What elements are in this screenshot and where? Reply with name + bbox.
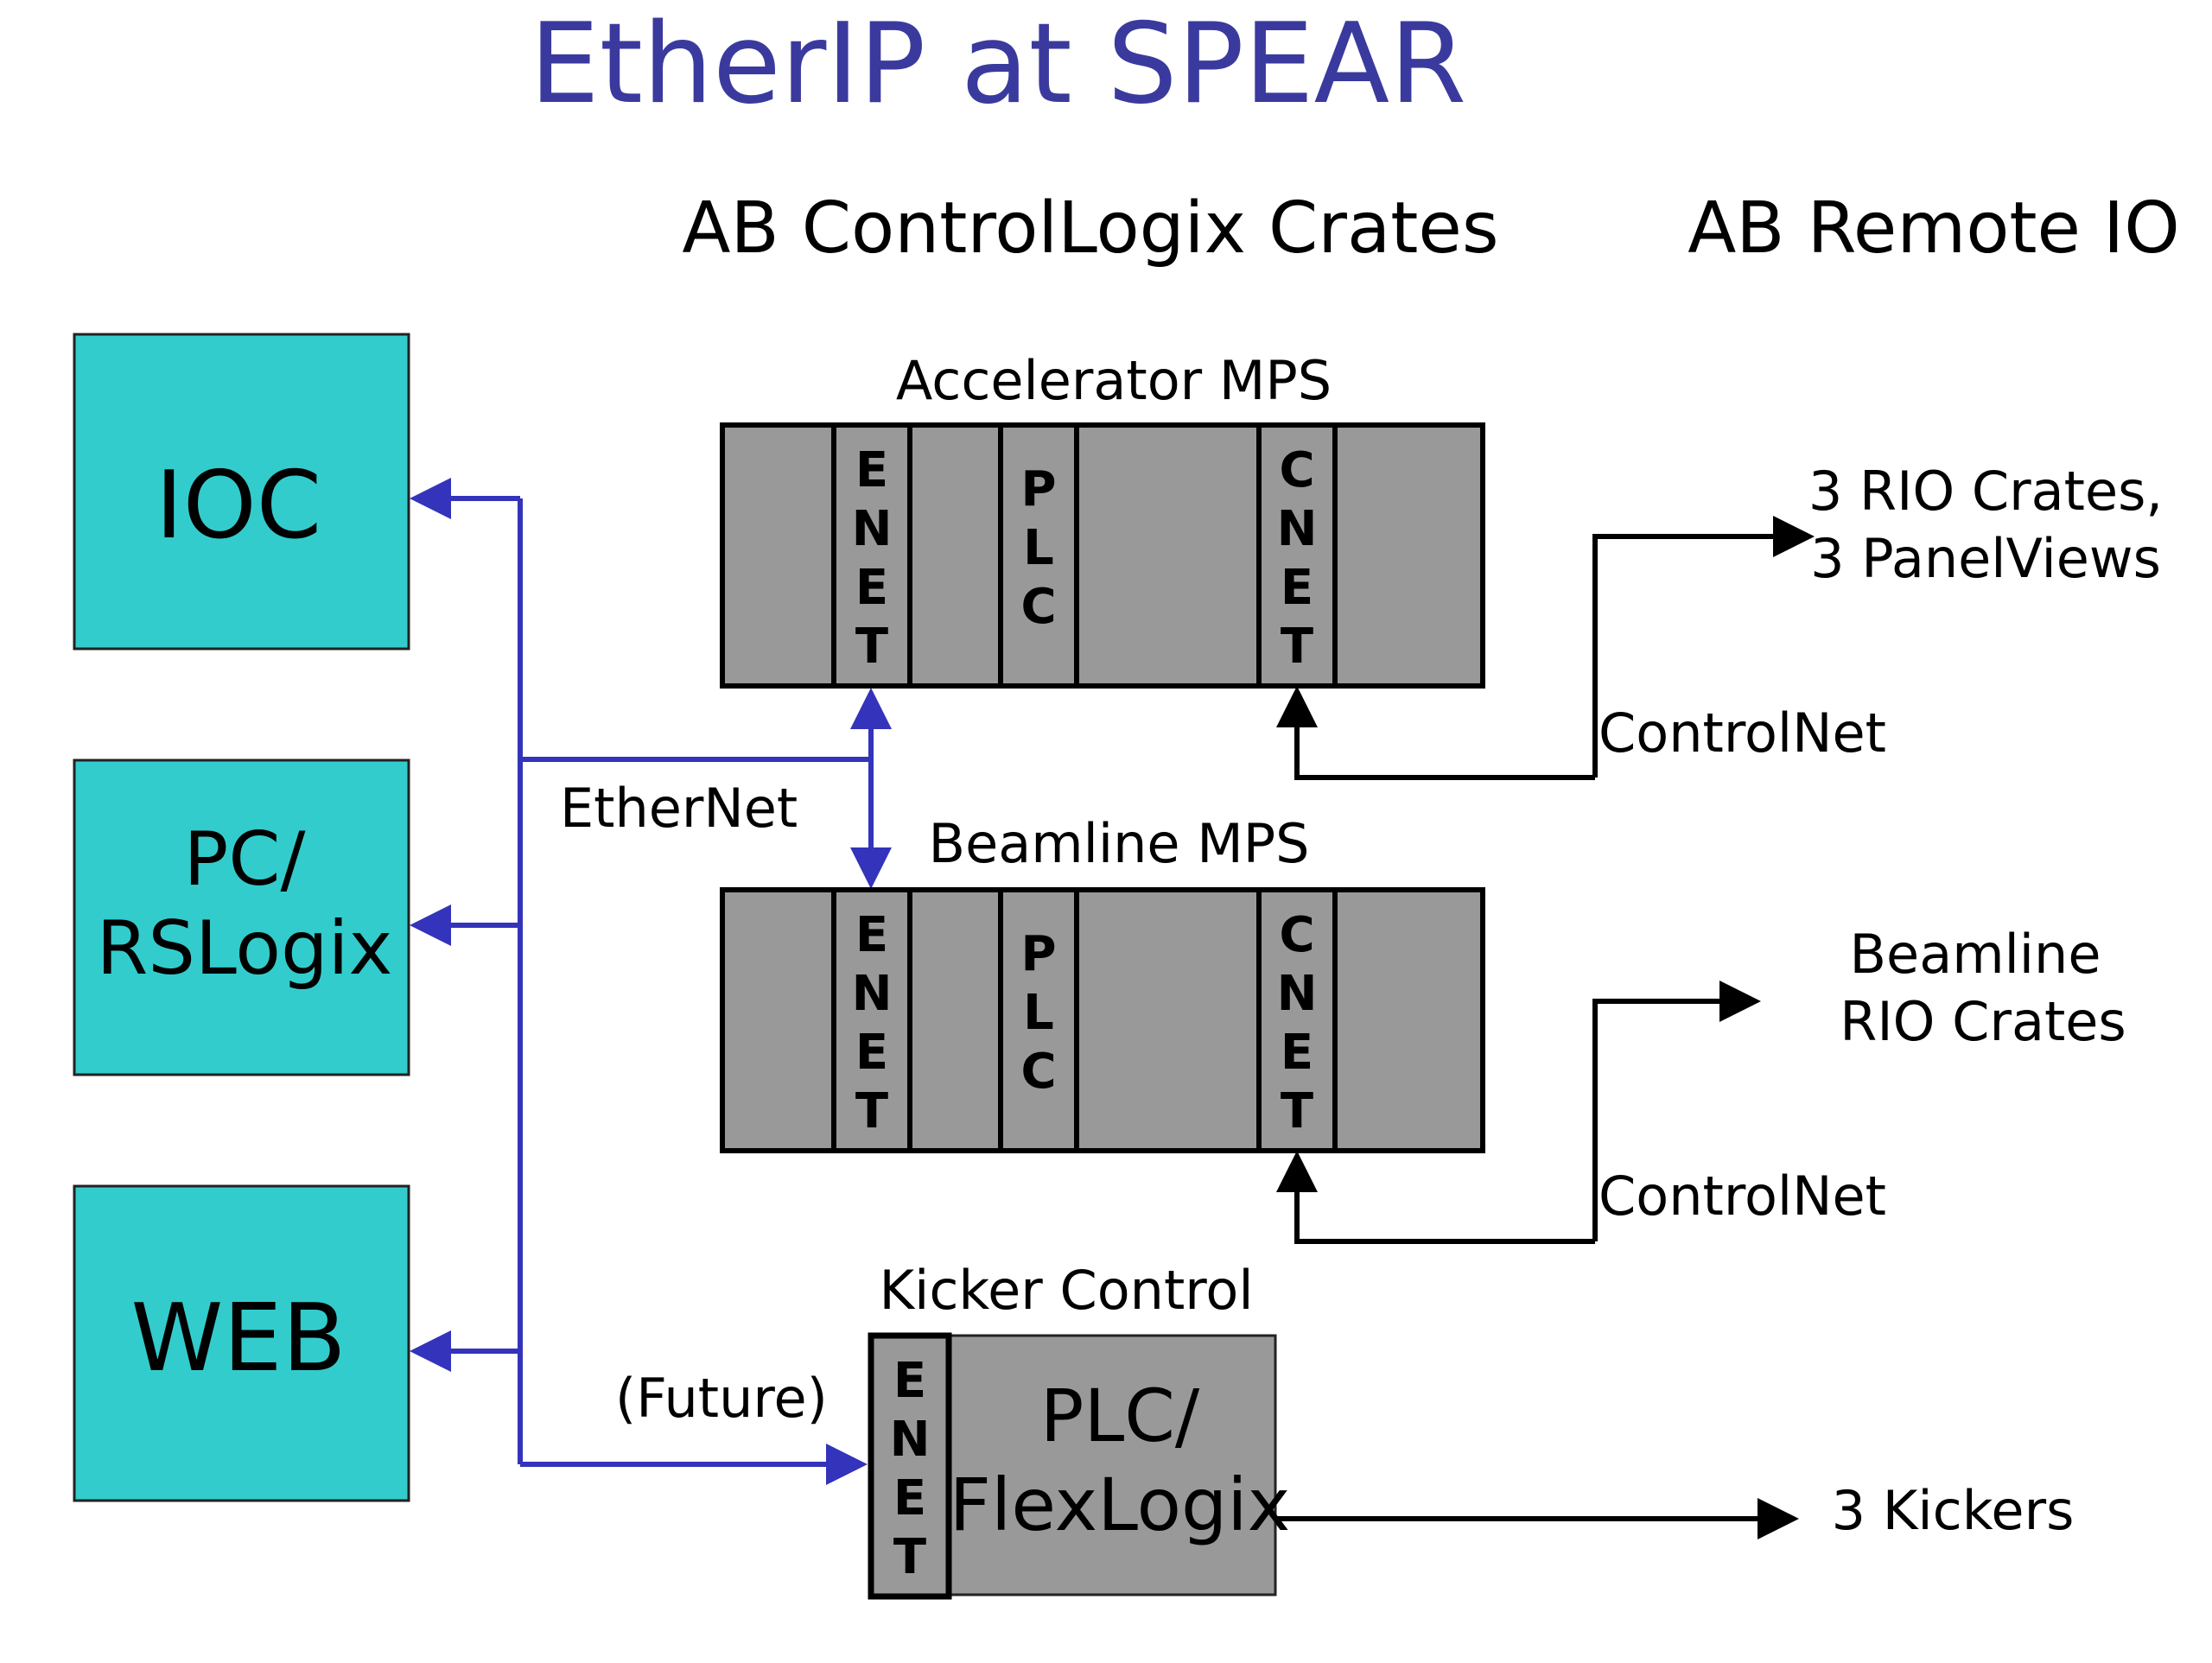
web-box: WEB — [73, 1184, 410, 1502]
page-title: EtherIP at SPEAR — [530, 0, 1466, 129]
accelerator-plc-slot — [998, 422, 1079, 689]
kicker-enet-char: E — [893, 1470, 926, 1527]
beamline-crate: E N E T P L C C N E T — [720, 887, 1485, 1153]
accelerator-plc-char: C — [1020, 579, 1056, 635]
beamline-rio-label-2: RIO Crates — [1840, 990, 2126, 1053]
kicker-body-line2: FlexLogix — [950, 1463, 1291, 1547]
rio-crates-label: 3 RIO Crates, — [1808, 460, 2163, 523]
beamline-enet-char: N — [852, 966, 893, 1022]
panelviews-label: 3 PanelViews — [1810, 527, 2161, 590]
beamline-rio-label-1: Beamline — [1850, 923, 2101, 986]
accelerator-enet-char: E — [855, 442, 888, 498]
beamline-cnet-char: E — [1281, 1025, 1313, 1081]
beamline-mps-label: Beamline MPS — [929, 812, 1310, 875]
accelerator-plc-char: P — [1020, 461, 1056, 517]
accelerator-cnet-char: T — [1281, 619, 1313, 675]
beamline-cnet-char: T — [1281, 1083, 1313, 1139]
pc-label-line2: RSLogix — [97, 905, 393, 992]
beamline-cnet-char: C — [1279, 907, 1314, 963]
pc-label-line1: PC/ — [184, 816, 306, 903]
kicker-enet-char: E — [893, 1353, 926, 1409]
kickers-label: 3 Kickers — [1832, 1479, 2075, 1542]
controlnet-accelerator — [1276, 516, 1815, 780]
accelerator-enet-char: T — [855, 619, 888, 675]
accelerator-enet-char: N — [852, 501, 893, 557]
beamline-plc-slot — [998, 887, 1079, 1153]
accelerator-mps-label: Accelerator MPS — [896, 349, 1332, 412]
beamline-enet-slot — [831, 887, 912, 1153]
beamline-enet-char: E — [855, 1025, 888, 1081]
beamline-cnet-char: N — [1277, 966, 1318, 1022]
web-label: WEB — [130, 1285, 346, 1393]
beamline-plc-char: L — [1023, 985, 1054, 1041]
ioc-box: IOC — [73, 333, 410, 651]
kicker-crate: E N E T PLC/ FlexLogix — [868, 1332, 1291, 1600]
kicker-control-label: Kicker Control — [879, 1259, 1253, 1322]
beamline-plc-char: C — [1020, 1044, 1056, 1100]
accelerator-cnet-char: C — [1279, 442, 1314, 498]
header-controllogix-crates: AB ControlLogix Crates — [682, 187, 1498, 270]
accelerator-plc-char: L — [1023, 520, 1054, 576]
header-remote-io: AB Remote IO — [1688, 187, 2180, 270]
accelerator-enet-char: E — [855, 560, 888, 616]
controlnet-label-2: ControlNet — [1599, 1165, 1886, 1228]
future-label: (Future) — [615, 1367, 828, 1430]
ethernet-label: EtherNet — [560, 777, 798, 840]
accelerator-enet-slot — [831, 422, 912, 689]
kicker-body-line1: PLC/ — [1040, 1374, 1200, 1458]
ethernet-network — [410, 478, 892, 1485]
kicker-enet-char: T — [893, 1529, 926, 1585]
kicker-enet-slot — [868, 1332, 952, 1600]
beamline-plc-char: P — [1020, 926, 1056, 982]
controlnet-beamline — [1276, 981, 1761, 1244]
kicker-enet-char: N — [890, 1412, 931, 1468]
ioc-label: IOC — [156, 452, 321, 560]
accelerator-cnet-char: N — [1277, 501, 1318, 557]
accelerator-cnet-slot — [1256, 422, 1338, 689]
accelerator-crate: E N E T P L C C N E T — [720, 422, 1485, 689]
beamline-enet-char: E — [855, 907, 888, 963]
beamline-enet-char: T — [855, 1083, 888, 1139]
controlnet-label-1: ControlNet — [1599, 701, 1886, 765]
accelerator-cnet-char: E — [1281, 560, 1313, 616]
pc-rslogix-box: PC/ RSLogix — [73, 759, 410, 1076]
